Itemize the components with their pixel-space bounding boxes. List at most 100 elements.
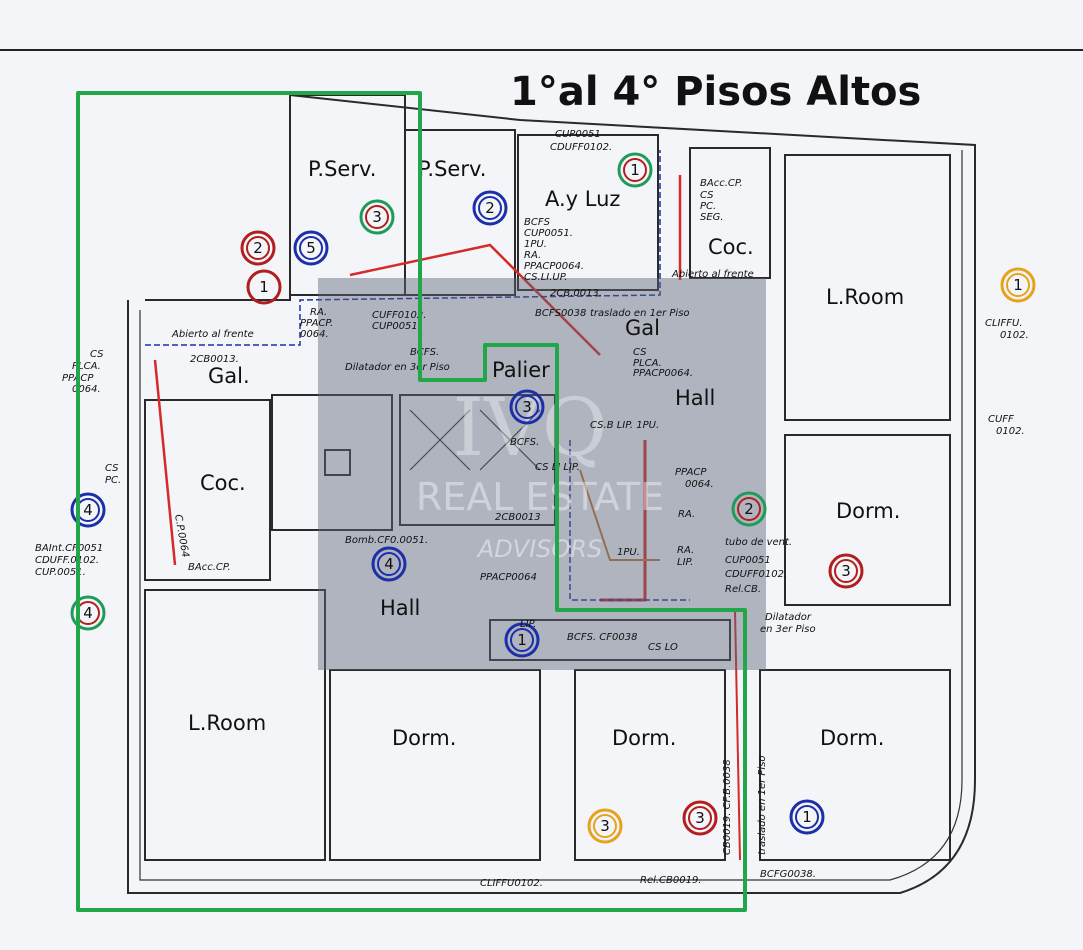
annotation-text: CLIFFU0102. — [480, 878, 543, 889]
annotation-text: RA. — [677, 545, 694, 556]
annotation-text: CDUFF0102. — [725, 569, 787, 580]
annotation-text: 1PU. — [617, 547, 640, 558]
annotation-text: PPACP0064. — [633, 368, 693, 379]
annotation-text: BCFS0038 — [535, 308, 586, 319]
annotation-text: BCFS — [524, 217, 551, 228]
annotation-text: 2CB0013. — [190, 354, 239, 365]
circuit-number: 2 — [485, 199, 495, 217]
annotation-text: BCFG0038. — [760, 869, 816, 880]
annotation-text: PPACP. — [300, 318, 333, 329]
annotation-text: PC. — [700, 201, 716, 212]
circuit-marker: 2 — [240, 230, 276, 266]
walls — [127, 93, 976, 894]
annotation-text: BCFS. — [410, 347, 439, 358]
circuit-number: 1 — [802, 808, 812, 826]
room-label: Hall — [675, 386, 715, 410]
annotation-text: Dilatador — [765, 612, 812, 623]
annotation-text: CS — [105, 463, 119, 474]
annotation-text: RA. — [310, 307, 327, 318]
annotation-text: Dilatador en 3er Piso — [345, 362, 450, 373]
room-label: P.Serv. — [418, 157, 486, 181]
annotation-text: BCFS. — [510, 437, 539, 448]
circuit-marker: 5 — [293, 230, 329, 266]
room-label: P.Serv. — [308, 157, 376, 181]
circuit-number: 4 — [83, 501, 93, 519]
annotation-text: CLIFFU. — [985, 318, 1023, 329]
annotation-text: PPACP0064. — [524, 261, 584, 272]
circuit-number: 1 — [259, 278, 269, 296]
annotation-text: 0102. — [1000, 330, 1029, 341]
room-label: Gal — [625, 316, 660, 340]
annotation-text: tubo de vent. — [725, 537, 792, 548]
annotation-text: traslado en 1er Piso — [590, 308, 690, 319]
circuit-marker: 1 — [1000, 267, 1036, 303]
circuit-marker: 1 — [246, 269, 282, 305]
circuit-number: 1 — [630, 161, 640, 179]
room-label: Dorm. — [612, 726, 676, 750]
annotation-text: 0064. — [72, 384, 101, 395]
annotation-text: 0064. — [685, 479, 714, 490]
circuit-number: 3 — [522, 398, 532, 416]
annotation-text: LIP. — [677, 557, 693, 568]
annotation-text: PLCA. — [633, 358, 662, 369]
room-label: Dorm. — [836, 499, 900, 523]
annotation-text: PLCA. — [72, 361, 101, 372]
annotation-text: CS.B LIP. 1PU. — [590, 420, 659, 431]
annotation-text: CB0019. CF.B.0038 — [722, 759, 733, 855]
circuit-marker: 1 — [504, 622, 540, 658]
highlight-outline — [76, 91, 747, 912]
annotations: CUP0051CDUFF0102.BAcc.CP.CSPC.SEG.Abiert… — [35, 129, 1029, 889]
annotation-text: CUP0051. — [372, 321, 421, 332]
annotation-text: CUP0051 — [725, 555, 771, 566]
circuit-marker: 2 — [472, 190, 508, 226]
circuit-marker: 1 — [617, 152, 653, 188]
annotation-text: RA. — [524, 250, 541, 261]
annotation-text: CUFF — [988, 414, 1014, 425]
annotation-text: CS — [90, 349, 104, 360]
room-label: L.Room — [188, 711, 266, 735]
room-labels: P.Serv. P.Serv. A.y Luz Coc. L.Room Gal.… — [188, 157, 904, 750]
room-label: Dorm. — [392, 726, 456, 750]
annotation-text: Rel.CB. — [725, 584, 761, 595]
circuit-number: 3 — [695, 809, 705, 827]
watermark-logo: IVQ — [453, 381, 608, 474]
circuit-marker: 4 — [371, 546, 407, 582]
annotation-text: CS LO — [648, 642, 678, 653]
annotation-text: Abierto al frente — [671, 269, 754, 280]
annotation-text: 0102. — [996, 426, 1025, 437]
annotation-text: Rel.CB0019. — [640, 875, 702, 886]
annotation-text: CUP0051 — [555, 129, 601, 140]
annotation-text: CDUFF.0102. — [35, 555, 99, 566]
circuit-number: 4 — [83, 604, 93, 622]
annotation-text: en 3er Piso — [760, 624, 816, 635]
annotation-text: Abierto al frente — [171, 329, 254, 340]
circuit-number: 3 — [600, 817, 610, 835]
annotation-text: 0064. — [300, 329, 329, 340]
annotation-text: CUFF0102. — [372, 310, 426, 321]
room-label: Coc. — [708, 235, 754, 259]
annotation-text: CS — [700, 190, 714, 201]
circuit-marker: 3 — [682, 800, 718, 836]
circuit-number: 2 — [253, 239, 263, 257]
room-label: Dorm. — [820, 726, 884, 750]
watermark-line2: ADVISORS — [476, 535, 602, 563]
circuit-marker: 3 — [509, 389, 545, 425]
annotation-text: RA. — [678, 509, 695, 520]
circuit-number: 5 — [306, 239, 316, 257]
annotation-text: CUP0051. — [524, 228, 573, 239]
circuit-marker: 3 — [587, 808, 623, 844]
room-label: Palier — [492, 358, 550, 382]
annotation-text: BCFS. CF0038 — [567, 632, 637, 643]
watermark-line1: REAL ESTATE — [416, 475, 664, 519]
annotation-text: Bomb.CF0.0051. — [345, 535, 428, 546]
annotation-text: SEG. — [700, 212, 724, 223]
circuit-number: 1 — [517, 631, 527, 649]
annotation-text: PC. — [105, 475, 121, 486]
annotation-text: CUP.0051. — [35, 567, 86, 578]
annotation-text: BAInt.CF0051 — [35, 543, 103, 554]
room-label: Coc. — [200, 471, 246, 495]
circuit-marker: 3 — [359, 199, 395, 235]
circuit-number: 1 — [1013, 276, 1023, 294]
room-label: Gal. — [208, 364, 250, 388]
